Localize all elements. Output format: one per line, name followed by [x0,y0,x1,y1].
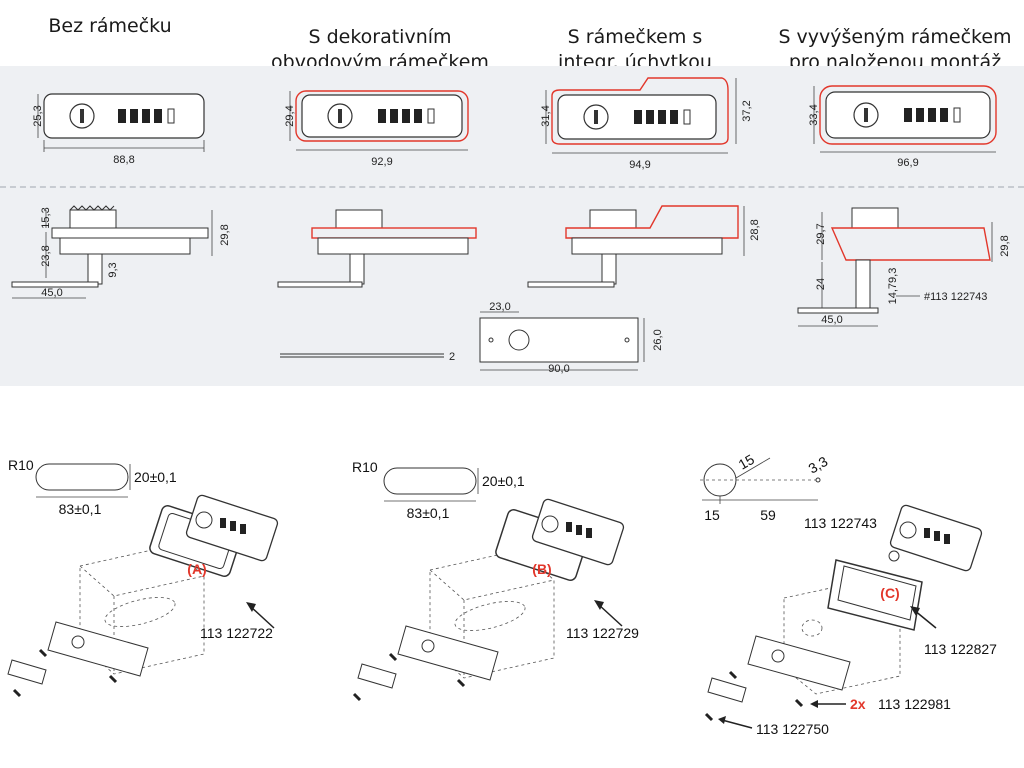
dim-b-height: 29,4 [284,105,296,126]
dim-c-side-height: 28,8 [749,219,761,240]
dim-a-top: 15,3 [40,207,52,228]
side-view-decorative-frame [277,209,477,288]
part-code-c-clip: 113 122743 [804,515,877,531]
front-view-no-frame [37,93,205,152]
dim-a-total: 29,8 [219,224,231,245]
cutout-b-height: 20±0,1 [482,473,525,489]
screw-quantity: 2x [850,696,866,712]
part-code-c: 113 122827 [924,641,997,657]
cutout-c-diameter: 15 [736,451,758,473]
dim-d-side-h3: 24 [815,278,827,290]
dim-a-length: 45,0 [41,287,62,299]
cutout-a-width: 83±0,1 [59,501,102,517]
plate-width: 90,0 [548,363,569,375]
plate-hole-offset: 23,0 [489,301,510,313]
dim-d-width: 96,9 [897,157,918,169]
label-a: (A) [187,561,206,577]
dim-d-part-code: #113 122743 [924,291,987,303]
plate-thickness: 2 [449,351,455,363]
front-view-frame-with-grip [545,77,737,154]
dim-d-height: 33,4 [808,104,820,125]
exploded-view-a [7,494,279,698]
part-code-a: 113 122722 [200,625,273,641]
cutout-c-offset-2: 59 [760,507,776,523]
part-code-c-pin: 113 122750 [756,721,829,737]
dim-a-height: 25,3 [32,105,44,126]
label-b: (B) [532,561,551,577]
dim-a-width: 88,8 [113,154,134,166]
dim-d-length: 45,0 [821,314,842,326]
header-no-frame-text: Bez rámečku [48,15,172,37]
cutout-b-width: 83±0,1 [407,505,450,521]
exploded-view-b [352,498,625,702]
dim-d-side-h1: 29,7 [815,223,827,244]
mounting-plate-drawing [280,311,645,371]
label-c: (C) [880,585,899,601]
front-view-decorative-frame [289,90,469,151]
dim-c-height-right: 37,2 [741,100,753,121]
exploded-view-c [704,504,983,729]
dim-b-width: 92,9 [371,156,392,168]
side-view-no-frame [11,205,213,299]
side-view-frame-with-grip [527,205,745,288]
part-code-c-screw: 113 122981 [878,696,951,712]
side-view-raised-frame [797,207,993,327]
front-view-raised-frame [813,85,997,153]
dim-c-height-left: 31,4 [540,105,552,126]
cutout-a-height: 20±0,1 [134,469,177,485]
cutout-a-drawing [35,463,131,498]
dim-d-side-h4: 14,79,3 [887,268,899,305]
part-code-b: 113 122729 [566,625,639,641]
dim-a-small: 9,3 [107,262,119,277]
dim-c-width: 94,9 [629,159,650,171]
cutout-c-pin-diameter: 3,3 [806,453,831,477]
cutout-a-radius: R10 [8,457,34,473]
cutout-b-drawing [383,467,479,502]
cutout-b-radius: R10 [352,459,378,475]
plate-height: 26,0 [652,329,664,350]
dim-a-bottom: 23,8 [40,245,52,266]
header-no-frame: Bez rámečku [45,14,175,39]
dim-d-side-h2: 29,8 [999,235,1011,256]
band-separator [0,186,1024,188]
cutout-c-drawing [700,457,821,504]
cutout-c-offset-1: 15 [704,507,720,523]
